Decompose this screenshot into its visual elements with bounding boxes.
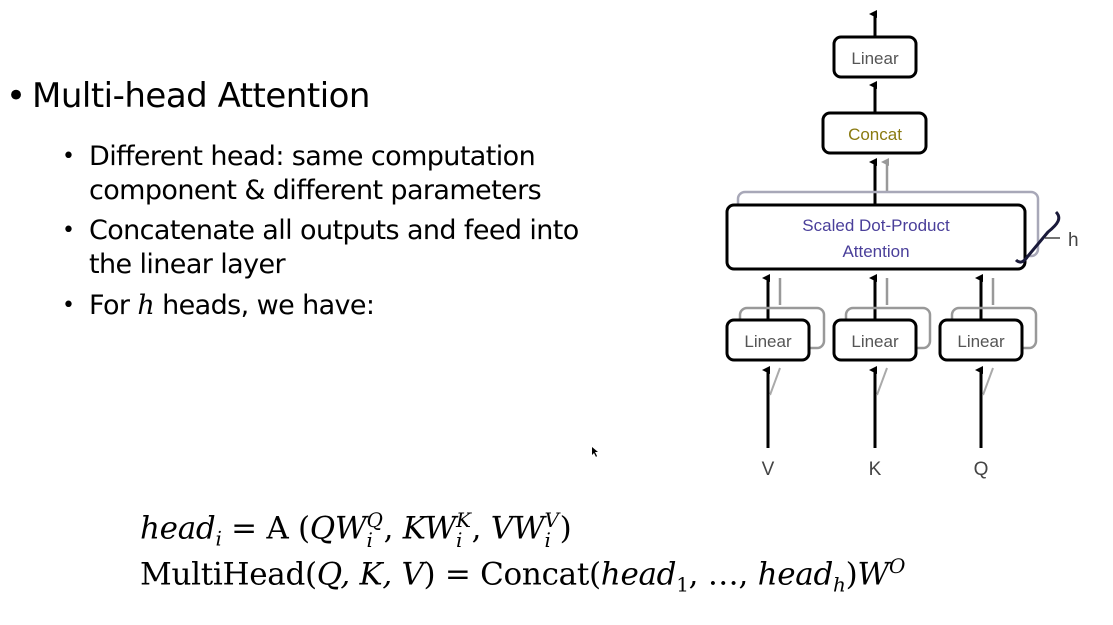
sub-bullet-text: Concatenate all outputs and feed into th… bbox=[89, 215, 579, 280]
linear-box-k bbox=[832, 318, 918, 362]
input-label-v: V bbox=[762, 459, 775, 480]
concat-box bbox=[821, 111, 928, 155]
h-label: h bbox=[1068, 230, 1079, 251]
top-linear-box bbox=[832, 35, 918, 79]
equation-multihead: MultiHead(Q, K, V) = Concat(head1, …, he… bbox=[140, 554, 906, 597]
linear-label-q: Linear bbox=[957, 332, 1005, 351]
attention-label-line1: Scaled Dot-Product bbox=[802, 216, 950, 235]
var-h: h bbox=[137, 290, 155, 321]
main-bullet: • Multi-head Attention bbox=[6, 76, 371, 116]
concat-label: Concat bbox=[848, 125, 902, 144]
attention-label-line2: Attention bbox=[842, 242, 909, 261]
mouse-cursor-icon bbox=[592, 447, 598, 457]
sub-bullet-2: • Concatenate all outputs and feed into … bbox=[62, 214, 579, 282]
bullet-dot: • bbox=[62, 293, 75, 318]
h-brace bbox=[1014, 210, 1061, 264]
bullet-dot: • bbox=[62, 144, 75, 169]
main-bullet-text: Multi-head Attention bbox=[32, 76, 371, 116]
input-label-k: K bbox=[869, 459, 882, 480]
bullet-dot: • bbox=[6, 76, 26, 116]
attention-box bbox=[725, 203, 1027, 271]
input-label-q: Q bbox=[974, 459, 989, 480]
top-linear-label: Linear bbox=[851, 49, 899, 68]
bullet-dot: • bbox=[62, 218, 75, 243]
sub-bullet-text: For h heads, we have: bbox=[89, 290, 375, 321]
linear-box-v bbox=[725, 318, 811, 362]
input-column-v: Linear V bbox=[725, 274, 826, 480]
input-column-k: Linear K bbox=[832, 274, 932, 480]
linear-box-q bbox=[938, 318, 1024, 362]
linear-label-k: Linear bbox=[851, 332, 899, 351]
sub-bullet-text: Different head: same computation compone… bbox=[89, 141, 542, 206]
sub-bullet-3: • For h heads, we have: bbox=[62, 289, 375, 323]
linear-label-v: Linear bbox=[744, 332, 792, 351]
sub-bullet-1: • Different head: same computation compo… bbox=[62, 140, 542, 208]
input-column-q: Linear Q bbox=[938, 274, 1038, 480]
